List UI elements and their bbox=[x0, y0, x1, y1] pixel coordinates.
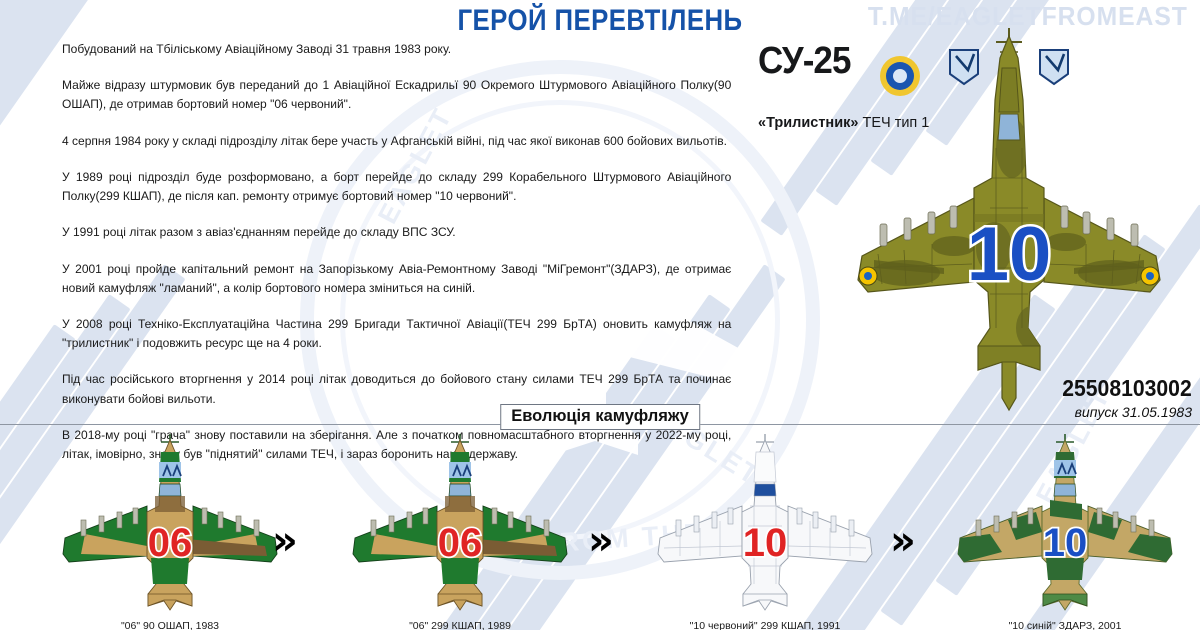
arrow-icon-2: » bbox=[588, 518, 614, 564]
board-number-stage-1: 06 bbox=[148, 521, 193, 565]
paragraph: 4 серпня 1984 року у складі підрозділу л… bbox=[62, 133, 727, 148]
page-title: ГЕРОЙ ПЕРЕВТІЛЕНЬ bbox=[457, 4, 743, 37]
aircraft-model-label: СУ-25 bbox=[758, 40, 851, 82]
aircraft-topview-stage-2: 06 bbox=[352, 434, 568, 611]
evolution-stage-1: 06 "06" 90 ОШАП, 1983 bbox=[55, 434, 285, 630]
serial-block: 25508103002 випуск 31.05.1983 bbox=[1051, 375, 1192, 420]
channel-watermark: T.ME/EAGLETFROMEAST bbox=[868, 1, 1188, 31]
unit-badge-right bbox=[1039, 49, 1069, 86]
stage-caption-1: "06" 90 ОШАП, 1983 bbox=[120, 620, 220, 630]
aircraft-topview-stage-3: 10 bbox=[657, 434, 873, 611]
paragraph: У 1991 році літак разом з авіаз'єднанням… bbox=[62, 225, 456, 240]
stage-caption-2: "06" 299 КШАП, 1989 bbox=[409, 620, 511, 630]
aircraft-topview-trilistnik: 10 bbox=[857, 28, 1161, 412]
evolution-stage-3: 10 "10 червоний" 299 КШАП, 1991 bbox=[650, 434, 880, 630]
wing-roundel-left bbox=[858, 266, 878, 286]
paragraph: Майже відразу штурмовик був переданий до… bbox=[62, 78, 732, 112]
nose-emblem bbox=[880, 56, 920, 96]
production-date: випуск 31.05.1983 bbox=[1074, 404, 1192, 420]
wing-roundel-right bbox=[1140, 266, 1160, 286]
nose-emblem-stage-1 bbox=[159, 462, 182, 478]
aircraft-detail-panel: СУ-25 «Трилистник» ТЕЧ тип 1 bbox=[748, 0, 1200, 420]
evolution-heading: Еволюція камуфляжу bbox=[500, 404, 700, 430]
board-number-main: 10 bbox=[967, 212, 1052, 297]
evolution-stage-4: 10 "10 синій" ЗДАРЗ, 2001 bbox=[950, 434, 1180, 630]
nose-emblem-stage-2 bbox=[449, 462, 472, 478]
arrow-icon-3: » bbox=[890, 518, 916, 564]
board-number-stage-2: 06 bbox=[438, 521, 483, 565]
aircraft-topview-stage-1: 06 bbox=[62, 434, 278, 611]
paragraph: У 2001 році пройде капітальний ремонт на… bbox=[62, 261, 732, 295]
evolution-stage-2: 06 "06" 299 КШАП, 1989 bbox=[345, 434, 575, 630]
aircraft-topview-stage-4: 10 bbox=[957, 434, 1173, 611]
evolution-row: 06 "06" 90 ОШАП, 1983 » bbox=[0, 428, 1200, 630]
arrow-icon-1: » bbox=[272, 518, 298, 564]
paragraph: Побудований на Тбіліському Авіаційному З… bbox=[62, 42, 452, 56]
paragraph: У 1989 році підрозділ буде розформовано,… bbox=[62, 169, 732, 204]
board-number-stage-3: 10 bbox=[743, 521, 788, 565]
nose-emblem-stage-4 bbox=[1054, 460, 1077, 476]
stage-caption-4: "10 синій" ЗДАРЗ, 2001 bbox=[1008, 620, 1122, 630]
board-number-stage-4: 10 bbox=[1043, 521, 1088, 565]
serial-number: 25508103002 bbox=[1062, 375, 1192, 401]
stage-caption-3: "10 червоний" 299 КШАП, 1991 bbox=[689, 620, 841, 630]
unit-badge-left bbox=[949, 49, 979, 86]
paragraph: У 2008 році Техніко-Експлуатаційна Части… bbox=[62, 316, 732, 351]
